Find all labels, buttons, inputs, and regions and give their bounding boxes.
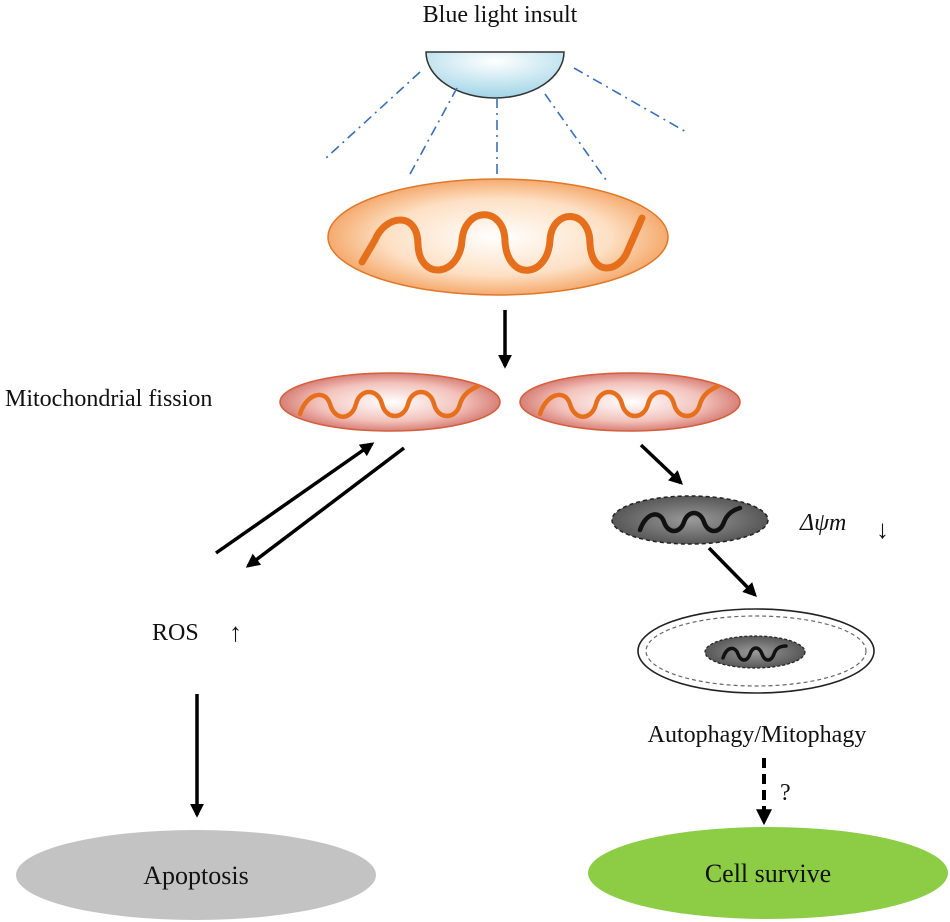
depolarized-mitochondrion <box>611 495 769 545</box>
arrow-to-autophagosome <box>707 546 757 598</box>
autophagosome <box>637 608 875 694</box>
cell-survive-label: Cell survive <box>705 859 831 888</box>
ros-up-arrow: ↑ <box>229 618 242 647</box>
question-mark-label: ? <box>780 780 791 806</box>
mitochondrion-large <box>327 178 669 296</box>
cristae <box>297 383 481 419</box>
delta-psi-label: Δψm <box>799 510 846 536</box>
arrow-ros-to-fission <box>214 442 375 555</box>
cristae <box>721 644 788 662</box>
mitochondrion-fission-left <box>279 372 501 432</box>
cristae <box>537 383 721 419</box>
light-ray <box>408 87 458 177</box>
cell-survive-node <box>588 827 948 919</box>
light-ray <box>573 67 689 134</box>
cristae <box>637 505 743 534</box>
arrow-fission-to-ros <box>245 446 406 568</box>
delta-psi-down-arrow: ↓ <box>876 515 889 544</box>
autophagy-mitophagy-label: Autophagy/Mitophagy <box>648 722 867 748</box>
ros-label: ROS <box>152 620 199 646</box>
cristae <box>358 211 646 274</box>
light-ray <box>325 71 421 159</box>
apoptosis-label: Apoptosis <box>143 861 248 890</box>
light-rays <box>325 67 689 187</box>
mitochondrial-fission-label: Mitochondrial fission <box>5 386 212 412</box>
mitochondrion-fission-right <box>519 372 741 432</box>
light-ray <box>544 93 607 181</box>
blue-light-label: Blue light insult <box>423 2 578 28</box>
lamp-icon <box>425 51 565 99</box>
apoptosis-node <box>16 830 376 920</box>
arrow-to-depolarized <box>639 443 684 485</box>
